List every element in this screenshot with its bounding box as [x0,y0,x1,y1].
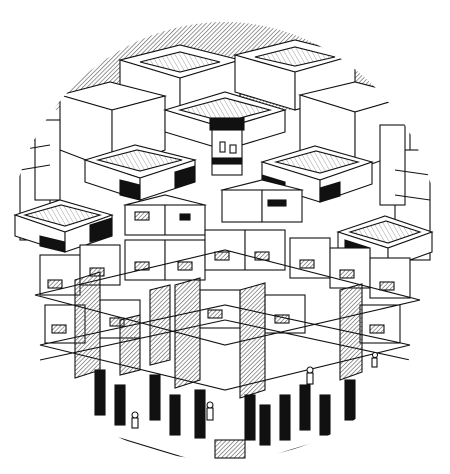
central-skylight-tower [163,91,287,176]
ground-columns [94,369,356,446]
human-figures [131,351,379,429]
left-skylight [83,144,197,201]
ground-plane [59,419,391,460]
floor-slabs [34,249,421,391]
far-left-skylight [13,199,114,253]
